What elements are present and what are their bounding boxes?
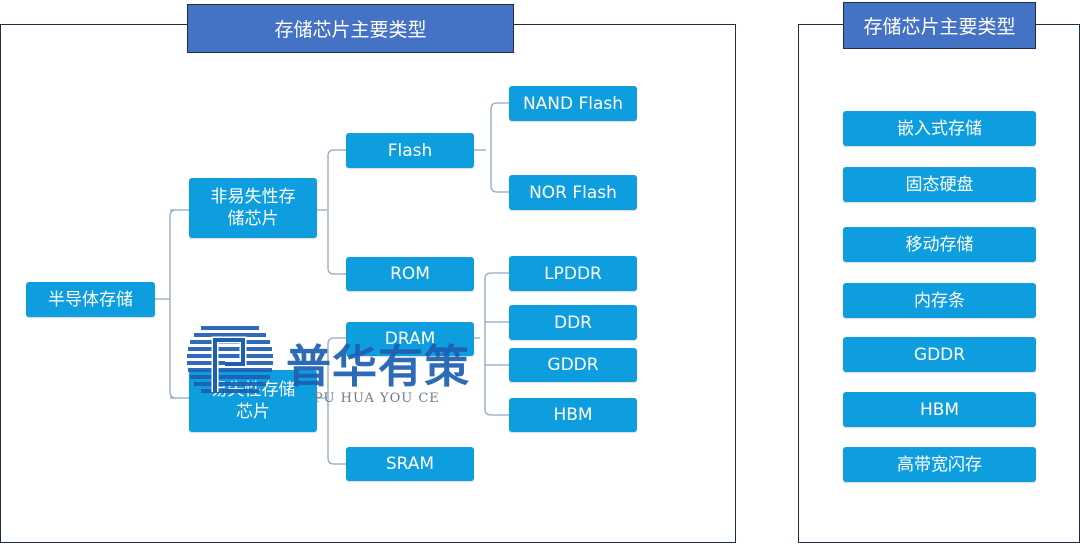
node-nand-flash: NAND Flash [509, 86, 637, 121]
node-dram: DRAM [346, 322, 474, 356]
node-volatile: 易失性存储芯片 [189, 370, 317, 432]
left-panel-title: 存储芯片主要类型 [187, 4, 514, 53]
node-hbm: HBM [509, 398, 637, 432]
node-nonvolatile: 非易失性存储芯片 [189, 178, 317, 238]
node-rom: ROM [346, 257, 474, 291]
node-gddr: GDDR [509, 348, 637, 382]
right-item-embedded-storage: 嵌入式存储 [843, 111, 1036, 146]
node-semiconductor-storage: 半导体存储 [26, 282, 155, 317]
right-item-hbm: HBM [843, 392, 1036, 427]
right-panel-title: 存储芯片主要类型 [843, 2, 1036, 49]
right-item-mobile-storage: 移动存储 [843, 227, 1036, 262]
right-item-ssd: 固态硬盘 [843, 167, 1036, 202]
node-flash: Flash [346, 133, 474, 168]
right-item-high-bandwidth-flash: 高带宽闪存 [843, 447, 1036, 482]
node-sram: SRAM [346, 447, 474, 481]
node-nor-flash: NOR Flash [509, 175, 637, 210]
right-item-memory-module: 内存条 [843, 283, 1036, 318]
right-item-gddr: GDDR [843, 337, 1036, 372]
node-ddr: DDR [509, 305, 637, 340]
node-lpddr: LPDDR [509, 256, 637, 291]
